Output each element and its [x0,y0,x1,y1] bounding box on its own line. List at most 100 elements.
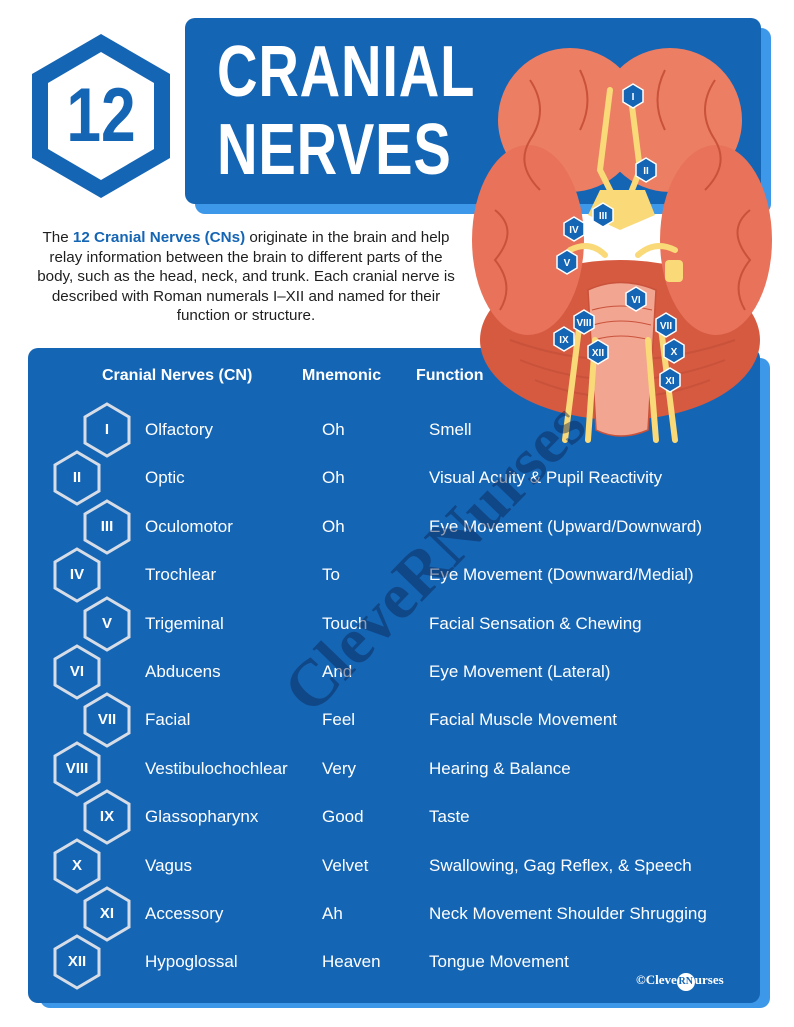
cn-function: Neck Movement Shoulder Shrugging [429,904,707,923]
cn-function: Eye Movement (Lateral) [429,662,611,681]
cn-function: Visual Acuity & Pupil Reactivity [429,468,663,488]
brain-marker-i: I [622,83,644,109]
logo-suffix: urses [694,972,724,987]
cn-name: Glassopharynx [145,807,259,827]
brain-marker-v: V [556,249,578,275]
cn-mnemonic: Feel [322,710,356,730]
svg-text:V: V [564,258,571,269]
cn-function: Facial Sensation & Chewing [429,613,642,633]
svg-text:IV: IV [569,225,579,236]
badge-number: 12 [66,73,136,158]
cn-function: Swallowing, Gag Reflex, & Speech [429,855,692,875]
logo-prefix: Cleve [645,972,677,987]
svg-text:IX: IX [559,335,569,346]
cn-function: Taste [429,807,470,827]
cn-numeral-hexagon: IV [52,547,102,603]
cn-mnemonic: To [322,565,340,585]
header-function: Function [416,367,484,384]
cn-numeral: IV [69,566,85,584]
brain-illustration: I II III IV V VI VII VIII IX X XI XII [470,40,774,450]
cn-name: Accessory [145,904,224,923]
cn-name: Hypoglossal [145,952,238,972]
svg-text:I: I [632,92,635,103]
brain-marker-iv: IV [563,216,585,242]
cn-numeral-hexagon: II [52,450,102,507]
cn-name: Trigeminal [145,613,224,633]
hexagon-12-badge: 12 [28,30,174,202]
svg-text:X: X [671,347,678,358]
cn-numeral: IX [99,808,115,826]
svg-text:VIII: VIII [576,318,591,329]
cn-mnemonic: Oh [322,420,345,439]
cn-name: Vestibulochochlear [145,758,288,778]
cn-mnemonic: And [322,662,353,681]
cn-numeral: II [72,469,82,487]
cn-function: Tongue Movement [429,952,569,972]
cn-numeral-hexagon: VII [82,692,132,749]
cn-mnemonic: Good [322,807,364,827]
cn-function: Hearing & Balance [429,758,571,778]
cn-numeral: XI [99,905,115,922]
title-line-1: CRANIAL [217,32,476,112]
cn-function: Smell [429,420,472,439]
cn-function: Eye Movement (Upward/Downward) [429,516,703,536]
logo-rn-badge: RN [676,973,695,991]
cn-name: Abducens [145,662,221,681]
cn-numeral: VIII [65,759,89,777]
cn-numeral: V [101,614,112,632]
cn-name: Oculomotor [145,516,233,536]
brain-marker-x: X [663,338,685,364]
cn-mnemonic: Very [322,758,357,778]
cn-numeral-hexagon: X [52,837,102,894]
cn-mnemonic: Heaven [322,952,381,972]
svg-text:XI: XI [665,376,675,387]
cn-mnemonic: Oh [322,516,345,536]
intro-highlight: 12 Cranial Nerves (CNs) [72,229,246,246]
cn-numeral: VI [69,663,85,680]
brain-marker-viii: VIII [573,309,595,335]
svg-text:VII: VII [660,321,672,332]
logo-copyright: © [636,972,646,987]
intro-text-after: originate in the brain and help relay in… [37,229,455,324]
cn-numeral-hexagon: VIII [52,741,102,797]
cranial-nerves-panel [28,348,760,1003]
header-cranial-nerves: Cranial Nerves (CN) [102,367,253,384]
brain-marker-xii: XII [587,339,609,365]
cn-mnemonic: Velvet [322,855,369,875]
cn-numeral-hexagon: XII [52,934,102,991]
cn-numeral-hexagon: V [82,595,132,652]
cn-mnemonic: Touch [322,613,368,633]
cn-mnemonic: Ah [322,904,343,923]
svg-text:II: II [643,166,649,177]
cn-name: Trochlear [145,565,217,585]
cn-numeral: I [104,421,110,438]
cn-function: Facial Muscle Movement [429,710,618,730]
brain-marker-vi: VI [625,286,647,312]
svg-text:III: III [599,211,608,222]
brain-marker-ix: IX [553,326,575,352]
brain-marker-ii: II [635,157,657,183]
brain-marker-vii: VII [655,312,677,338]
intro-text-before: The [42,229,73,246]
intro-paragraph: The 12 Cranial Nerves (CNs) originate in… [30,228,462,326]
cn-function: Eye Movement (Downward/Medial) [429,565,694,585]
cn-numeral: XII [67,953,87,971]
cn-numeral: VII [97,711,117,729]
cn-numeral-hexagon: VI [52,644,102,700]
cn-name: Olfactory [145,420,214,439]
cn-name: Optic [145,468,185,488]
cn-mnemonic: Oh [322,468,345,488]
brain-marker-iii: III [592,202,614,228]
cn-numeral-hexagon: XI [82,886,132,942]
cn-numeral-hexagon: III [82,499,132,555]
cn-numeral-hexagon: I [82,402,132,458]
header-mnemonic: Mnemonic [302,367,382,384]
title-line-2: NERVES [217,110,452,190]
svg-text:XII: XII [592,348,604,359]
cn-numeral-hexagon: IX [82,789,132,845]
cn-name: Facial [145,710,191,730]
cn-name: Vagus [145,855,192,875]
brain-marker-xi: XI [659,367,681,393]
cn-numeral: III [100,517,114,535]
